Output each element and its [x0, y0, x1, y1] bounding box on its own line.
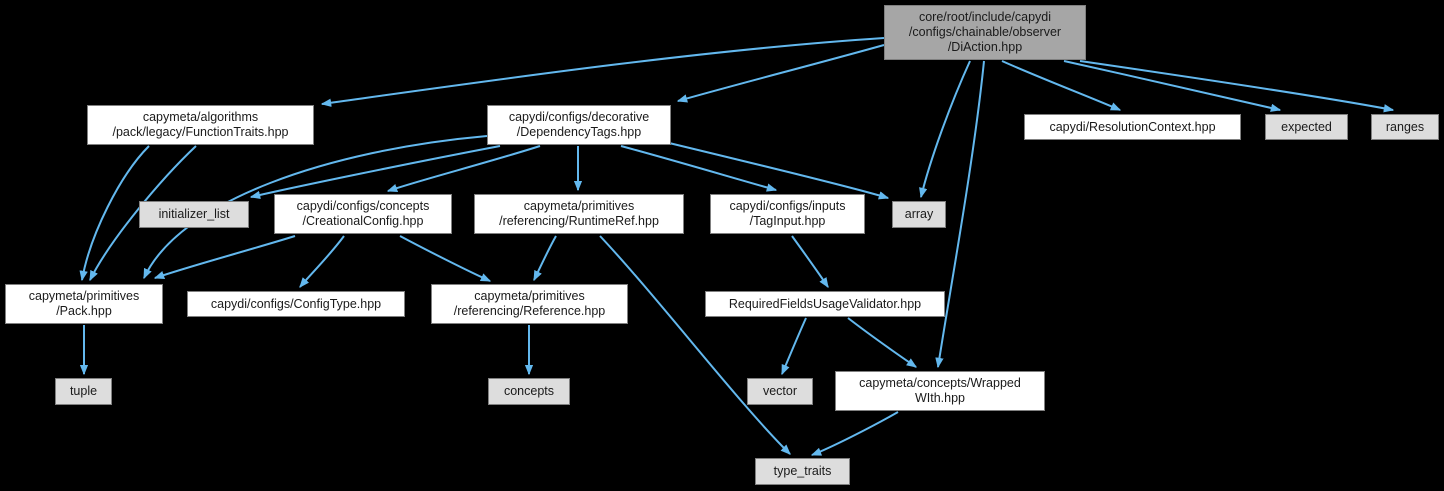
graph-node-pack[interactable]: capymeta/primitives /Pack.hpp	[5, 284, 163, 324]
graph-edge-runtimeref-to-type_traits	[599, 235, 791, 455]
graph-node-label: capymeta/concepts/Wrapped WIth.hpp	[859, 376, 1021, 405]
graph-node-label: ranges	[1385, 119, 1425, 134]
graph-node-label: capydi/ResolutionContext.hpp	[1049, 119, 1216, 134]
graph-node-label: capydi/configs/concepts /CreationalConfi…	[296, 199, 430, 228]
graph-node-vector[interactable]: vector	[747, 378, 813, 405]
graph-edge-requiredfields-to-vector	[781, 317, 807, 376]
graph-edge-diaction-to-dependencytags	[676, 44, 885, 103]
graph-node-tuple[interactable]: tuple	[55, 378, 112, 405]
graph-node-functiontraits[interactable]: capymeta/algorithms /pack/legacy/Functio…	[87, 105, 314, 145]
graph-node-reference[interactable]: capymeta/primitives /referencing/Referen…	[431, 284, 628, 324]
graph-node-taginput[interactable]: capydi/configs/inputs /TagInput.hpp	[710, 194, 865, 234]
graph-edge-diaction-to-resolutioncontext	[1001, 60, 1122, 111]
graph-node-type_traits[interactable]: type_traits	[755, 458, 850, 485]
graph-edge-dependencytags-to-array	[664, 141, 890, 200]
graph-node-label: vector	[762, 384, 798, 399]
graph-edge-dependencytags-to-pack	[143, 135, 488, 280]
graph-edge-taginput-to-requiredfields	[791, 235, 829, 288]
graph-node-label: capymeta/primitives /Pack.hpp	[28, 289, 140, 318]
graph-node-label: type_traits	[773, 464, 832, 479]
graph-node-label: capymeta/algorithms /pack/legacy/Functio…	[112, 110, 289, 139]
graph-node-diaction[interactable]: core/root/include/capydi /configs/chaina…	[884, 5, 1086, 60]
graph-node-label: initializer_list	[158, 207, 230, 222]
graph-edge-functiontraits-to-pack	[89, 145, 197, 282]
graph-edge-creationalconfig-to-configtype	[299, 235, 345, 288]
graph-node-label: array	[904, 207, 934, 222]
graph-node-label: RequiredFieldsUsageValidator.hpp	[728, 296, 922, 311]
graph-node-label: concepts	[503, 384, 555, 399]
graph-node-ranges[interactable]: ranges	[1371, 114, 1439, 140]
graph-edge-diaction-to-functiontraits	[320, 37, 885, 107]
graph-edge-functiontraits-to-pack	[79, 145, 150, 282]
graph-node-initializer_list[interactable]: initializer_list	[139, 201, 249, 228]
graph-node-concepts[interactable]: concepts	[488, 378, 570, 405]
graph-edge-creationalconfig-to-pack	[153, 235, 296, 279]
graph-node-expected[interactable]: expected	[1265, 114, 1348, 140]
graph-node-dependencytags[interactable]: capydi/configs/decorative /DependencyTag…	[487, 105, 671, 145]
graph-edge-runtimeref-to-reference	[533, 235, 557, 282]
graph-node-configtype[interactable]: capydi/configs/ConfigType.hpp	[187, 291, 405, 317]
graph-node-label: core/root/include/capydi /configs/chaina…	[908, 10, 1062, 54]
graph-edge-dependencytags-to-initializer_list	[249, 145, 501, 200]
graph-edge-diaction-to-wrappedwith	[935, 60, 985, 369]
graph-node-label: capymeta/primitives /referencing/Referen…	[453, 289, 606, 318]
graph-edge-diaction-to-array	[919, 60, 971, 199]
graph-node-wrappedwith[interactable]: capymeta/concepts/Wrapped WIth.hpp	[835, 371, 1045, 411]
graph-node-label: capydi/configs/ConfigType.hpp	[210, 296, 382, 311]
graph-node-requiredfields[interactable]: RequiredFieldsUsageValidator.hpp	[705, 291, 945, 317]
graph-node-label: capymeta/primitives /referencing/Runtime…	[499, 199, 659, 228]
graph-edge-diaction-to-expected	[1063, 60, 1282, 112]
graph-edge-requiredfields-to-wrappedwith	[847, 317, 917, 368]
graph-node-label: tuple	[69, 384, 98, 399]
graph-edge-dependencytags-to-creationalconfig	[386, 145, 541, 192]
graph-edge-wrappedwith-to-type_traits	[810, 411, 899, 456]
graph-node-creationalconfig[interactable]: capydi/configs/concepts /CreationalConfi…	[274, 194, 452, 234]
graph-node-label: capydi/configs/inputs /TagInput.hpp	[729, 199, 846, 228]
graph-edge-diaction-to-ranges	[1079, 60, 1395, 113]
graph-node-runtimeref[interactable]: capymeta/primitives /referencing/Runtime…	[474, 194, 684, 234]
graph-edge-creationalconfig-to-reference	[399, 235, 492, 282]
graph-node-label: expected	[1281, 119, 1332, 134]
graph-node-array[interactable]: array	[892, 201, 946, 228]
graph-node-resolutioncontext[interactable]: capydi/ResolutionContext.hpp	[1024, 114, 1241, 140]
graph-edge-dependencytags-to-taginput	[620, 145, 778, 192]
graph-node-label: capydi/configs/decorative /DependencyTag…	[508, 110, 650, 139]
